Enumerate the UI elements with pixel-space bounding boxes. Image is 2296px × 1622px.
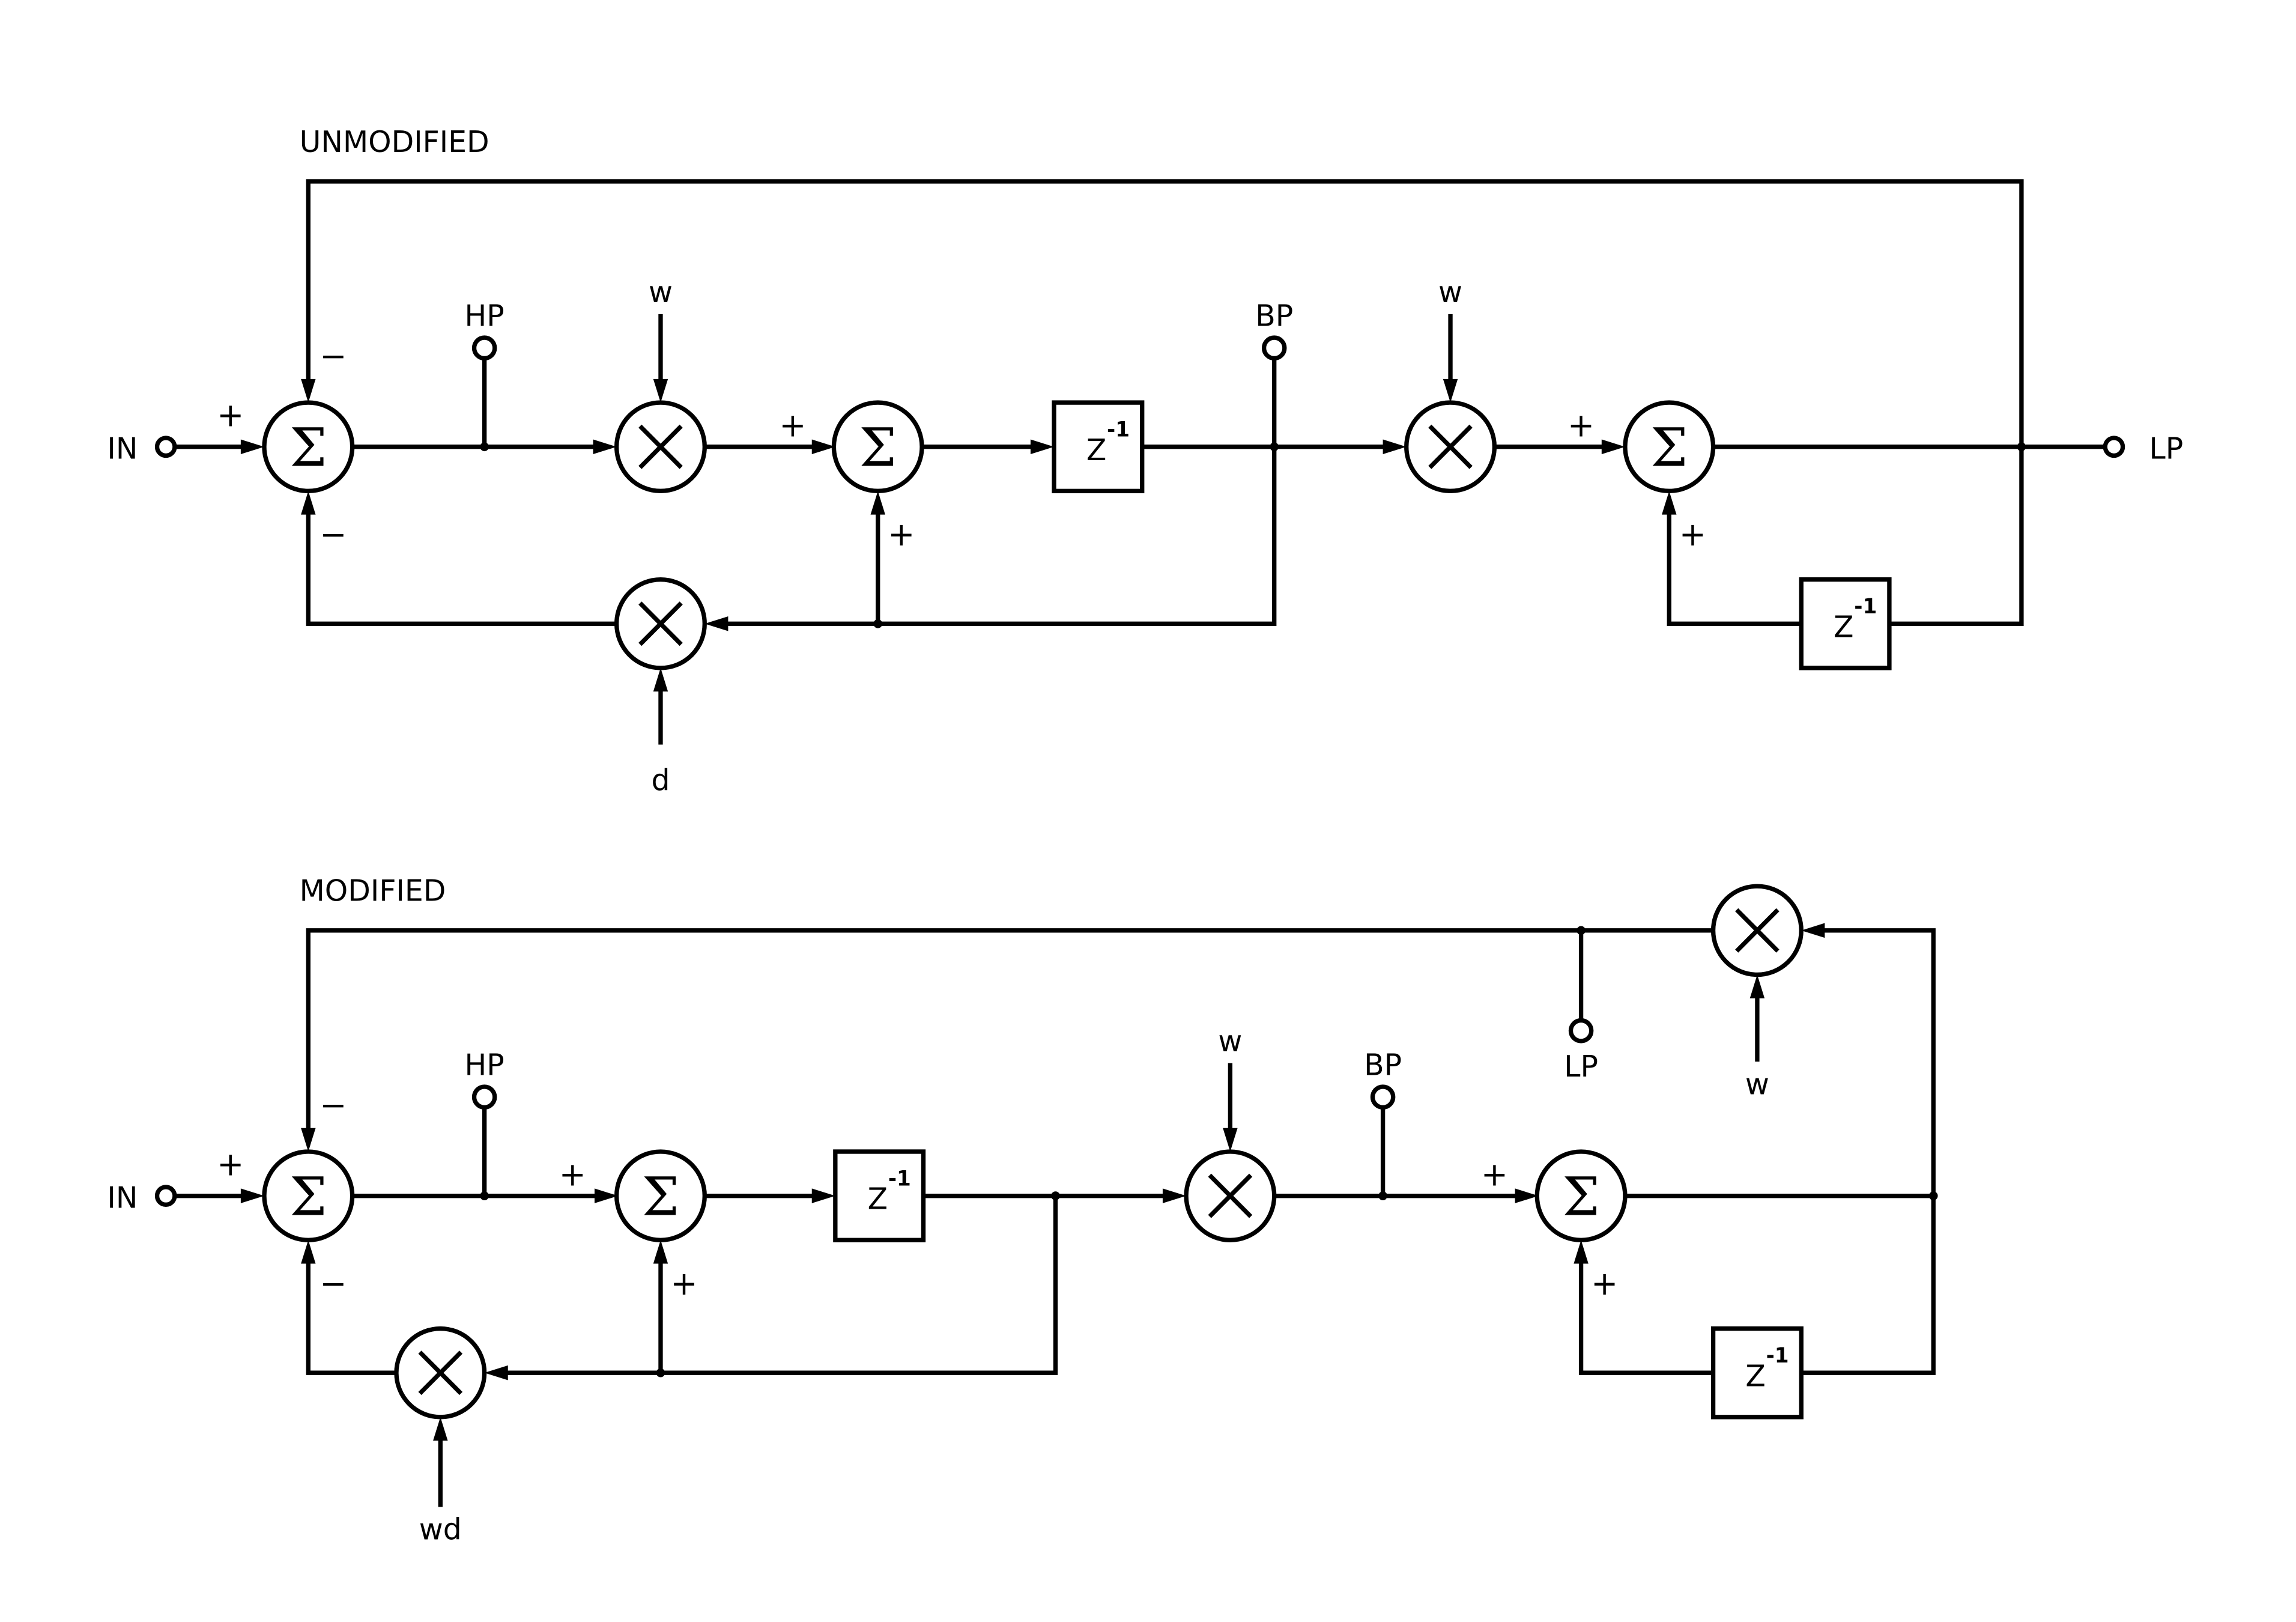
plus-sign: + <box>1568 406 1595 444</box>
modified-junctions <box>480 926 1938 1377</box>
sigma-label: Σ <box>289 1165 327 1227</box>
summing-junction-lowpass: Σ <box>1534 1149 1628 1242</box>
multiplier-w1 <box>614 400 707 494</box>
plus-sign: + <box>1481 1155 1508 1193</box>
summing-junction-bandpass: Σ <box>831 400 924 494</box>
minus-sign: − <box>320 1086 347 1124</box>
sigma-label: Σ <box>1562 1165 1599 1227</box>
plus-sign: + <box>559 1155 586 1193</box>
modified-wires <box>176 928 1936 1507</box>
unmodified-wires <box>176 179 2104 745</box>
delay-label: Z <box>868 1182 888 1216</box>
input-label: IN <box>107 1180 138 1215</box>
minus-sign: − <box>320 515 347 553</box>
bp-label: BP <box>1364 1048 1402 1082</box>
delay-block-2: Z -1 <box>1799 577 1892 670</box>
summing-junction-input: Σ <box>262 1149 355 1242</box>
plus-sign: + <box>217 1145 244 1183</box>
hp-terminal <box>471 335 497 361</box>
multiplier-w2 <box>1710 884 1804 977</box>
lp-label: LP <box>1564 1049 1598 1084</box>
summing-junction-bandpass: Σ <box>614 1149 707 1242</box>
delay-block-2: Z -1 <box>1710 1326 1804 1420</box>
multiplier-damping <box>614 577 707 670</box>
unmodified-arrows <box>240 378 1677 692</box>
multiplier-w2 <box>1404 400 1497 494</box>
input-terminal <box>154 436 177 458</box>
lp-label: LP <box>2149 431 2184 466</box>
multiplier-w1 <box>1184 1149 1277 1242</box>
lp-terminal <box>2103 436 2125 458</box>
plus-sign: + <box>779 406 806 444</box>
delay-exponent: -1 <box>1107 418 1130 442</box>
sigma-label: Σ <box>859 416 897 478</box>
hp-label: HP <box>465 1048 504 1082</box>
plus-sign: + <box>888 515 915 553</box>
plus-sign: + <box>1591 1265 1618 1302</box>
delay-label: Z <box>1745 1359 1765 1393</box>
sigma-label: Σ <box>1650 416 1688 478</box>
bp-label: BP <box>1255 299 1293 333</box>
bp-terminal <box>1261 335 1287 361</box>
minus-sign: − <box>320 337 347 375</box>
input-terminal <box>154 1185 177 1207</box>
unmodified-diagram: UNMODIFIED <box>107 125 2183 798</box>
plus-sign: + <box>217 396 244 434</box>
delay-label: Z <box>1086 433 1106 467</box>
plus-sign: + <box>1679 515 1706 553</box>
delay-exponent: -1 <box>888 1167 911 1191</box>
plus-sign: + <box>671 1265 698 1302</box>
input-label: IN <box>107 431 138 466</box>
delay-block-1: Z -1 <box>833 1149 926 1242</box>
coefficient-w1-label: w <box>1218 1024 1242 1059</box>
delay-exponent: -1 <box>1766 1344 1789 1368</box>
delay-block-1: Z -1 <box>1052 400 1145 494</box>
sigma-label: Σ <box>642 1165 679 1227</box>
sigma-label: Σ <box>289 416 327 478</box>
minus-sign: − <box>320 1265 347 1302</box>
damping-label: wd <box>419 1512 462 1546</box>
damping-label: d <box>651 764 670 798</box>
modified-arrows <box>240 923 1825 1441</box>
lp-terminal <box>1568 1018 1594 1043</box>
unmodified-title: UNMODIFIED <box>300 125 489 159</box>
coefficient-w1-label: w <box>649 275 673 309</box>
coefficient-w2-label: w <box>1438 275 1462 309</box>
summing-junction-lowpass: Σ <box>1623 400 1716 494</box>
delay-label: Z <box>1834 610 1853 644</box>
unmodified-junctions <box>480 442 2026 628</box>
coefficient-w2-label: w <box>1745 1067 1769 1101</box>
hp-terminal <box>471 1084 497 1110</box>
summing-junction-input: Σ <box>262 400 355 494</box>
bp-terminal <box>1370 1084 1396 1110</box>
modified-title: MODIFIED <box>300 874 446 908</box>
delay-exponent: -1 <box>1854 595 1877 619</box>
hp-label: HP <box>465 299 504 333</box>
modified-diagram: MODIFIED <box>107 874 1938 1547</box>
multiplier-damping <box>394 1326 487 1420</box>
